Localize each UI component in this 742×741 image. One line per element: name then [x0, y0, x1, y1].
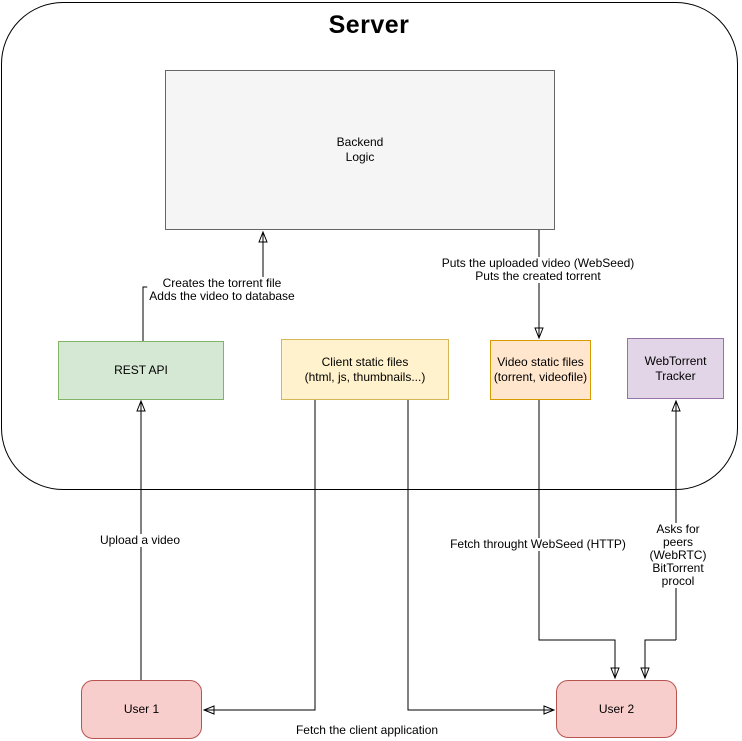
rest-api-label: REST API — [114, 363, 168, 377]
edge-label-creates-torrent: Creates the torrent file Adds the video … — [147, 276, 297, 303]
user1-node: User 1 — [81, 680, 202, 739]
webtorrent-tracker-node: WebTorrent Tracker — [627, 338, 724, 399]
client-static-files-label: Client static files (html, js, thumbnail… — [304, 354, 426, 384]
backend-logic-label: Backend Logic — [336, 135, 384, 164]
client-static-files-node: Client static files (html, js, thumbnail… — [281, 339, 449, 400]
edge-label-fetch-webseed: Fetch throught WebSeed (HTTP) — [448, 537, 628, 551]
rest-api-node: REST API — [58, 341, 224, 400]
user2-node: User 2 — [556, 680, 677, 738]
backend-logic-node: Backend Logic — [165, 70, 555, 230]
edge-label-upload-video: Upload a video — [97, 533, 183, 547]
edge-label-puts-video: Puts the uploaded video (WebSeed) Puts t… — [439, 256, 637, 283]
user1-label: User 1 — [123, 702, 160, 716]
webtorrent-tracker-label: WebTorrent Tracker — [644, 353, 707, 383]
edge-label-asks-peers: Asks for peers (WebRTC) BitTorrent proco… — [646, 523, 710, 588]
edge-tracker-to-user2 — [645, 639, 676, 678]
user2-label: User 2 — [598, 701, 635, 716]
video-static-files-label: Video static files (torrent, videofile) — [493, 355, 588, 384]
video-static-files-node: Video static files (torrent, videofile) — [490, 340, 591, 400]
edge-label-fetch-client: Fetch the client application — [293, 723, 441, 737]
diagram-title: Server — [328, 11, 410, 39]
